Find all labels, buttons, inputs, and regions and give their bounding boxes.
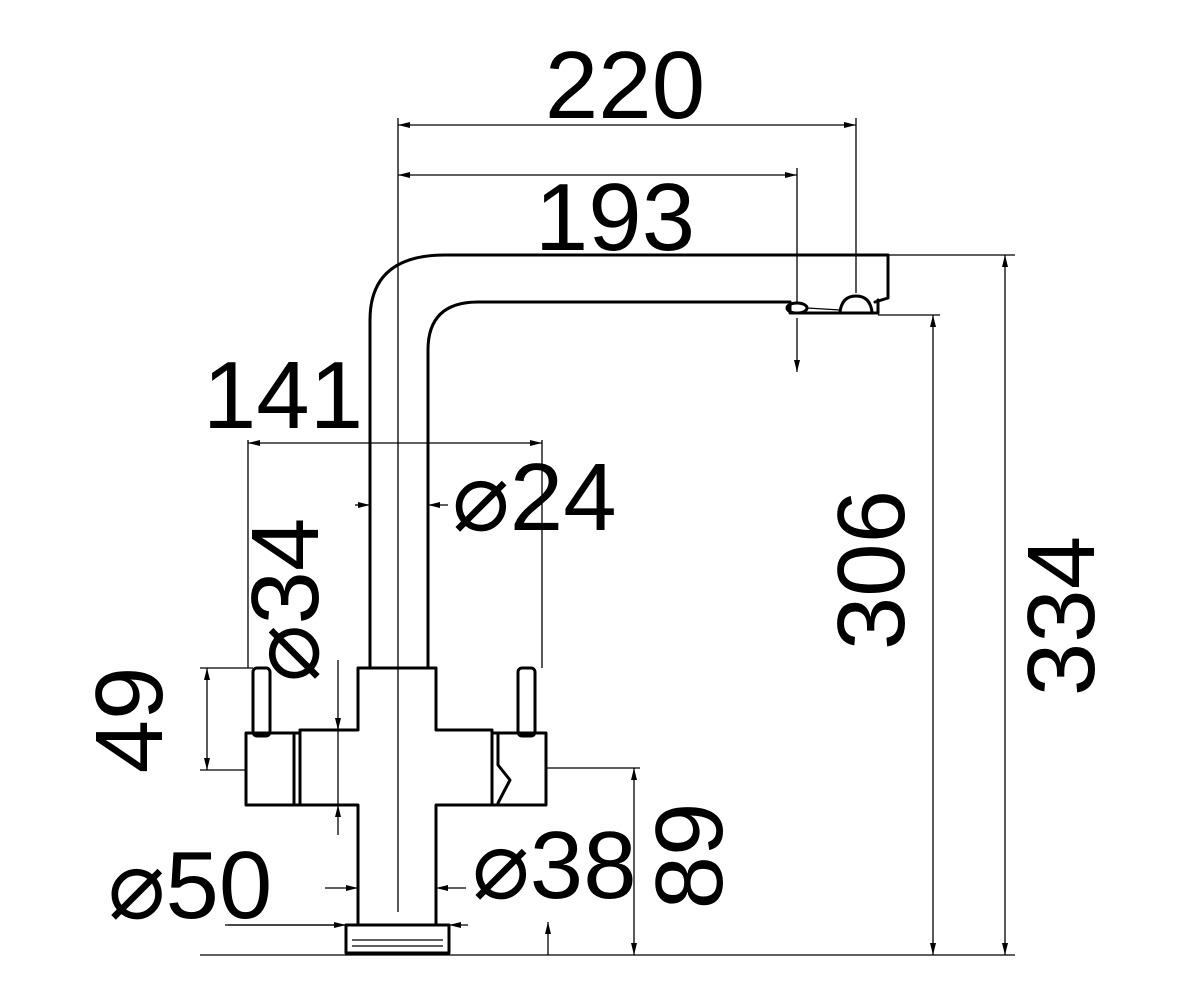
label-handle-diameter: ⌀34 [232,518,339,683]
label-tube-diameter: ⌀24 [452,444,617,551]
dimension-labels: 220 193 141 ⌀24 ⌀34 49 ⌀50 ⌀38 89 306 33… [76,32,1115,939]
right-handle-lever [516,666,537,738]
mixer-body [298,666,494,927]
aerator-link [806,307,841,311]
faucet-outline [244,253,890,955]
right-handle-cap [490,731,548,807]
label-handle-height: 49 [76,667,183,774]
label-handle-span: 141 [203,342,363,449]
label-spout-reach: 193 [535,164,695,271]
label-overall-width: 220 [545,32,705,139]
left-handle-cap [244,731,302,807]
dimension-lines [200,118,1015,956]
aerator-right [838,294,874,314]
right-handle-slant [496,733,512,805]
spout-tip [788,298,880,315]
label-base-diameter: ⌀50 [108,832,273,939]
spout-outer-contour [368,253,890,670]
label-body-height: 89 [636,803,743,910]
base-plate [344,923,451,955]
spout-inner-contour [426,300,792,670]
left-handle-lever [251,666,272,738]
label-spout-height: 306 [818,490,925,650]
label-body-diameter: ⌀38 [472,812,637,919]
label-overall-height: 334 [1008,536,1115,696]
